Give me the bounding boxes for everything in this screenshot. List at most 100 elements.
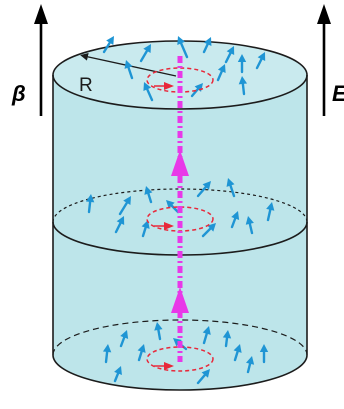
vector-arrow-head <box>259 344 269 352</box>
vector-arrow-head <box>137 344 146 353</box>
vector-arrow-head <box>106 36 114 46</box>
vector-arrow-head <box>245 356 255 365</box>
vector-arrow-shaft <box>216 70 223 82</box>
vector-arrow <box>166 200 180 214</box>
vector-arrow-head <box>177 36 186 46</box>
vector-arrow-shaft <box>246 362 252 374</box>
vector-arrow-head <box>120 330 129 339</box>
vector-arrow-shaft <box>179 42 189 59</box>
vector-arrow-shaft <box>102 41 111 54</box>
vector-arrow-shaft <box>139 49 149 63</box>
vector-arrow-head <box>202 181 211 190</box>
vector-arrow-shaft <box>113 372 120 383</box>
loop-top-arrowhead <box>164 82 174 90</box>
vector-arrow <box>266 202 275 222</box>
vector-arrow <box>119 330 129 348</box>
vector-arrow-shaft <box>119 336 126 348</box>
e-axis-arrowhead <box>317 4 331 24</box>
vector-arrow <box>124 60 134 80</box>
vector-arrow-head <box>231 211 240 220</box>
vector-arrow-head <box>166 200 175 209</box>
bottom-section-front <box>52 354 308 391</box>
vector-arrow-shaft <box>87 200 92 214</box>
vector-arrow <box>230 211 240 229</box>
vector-arrow <box>113 366 122 383</box>
vector-arrow-shaft <box>141 226 147 238</box>
bottom-section-back <box>52 319 308 356</box>
vector-arrow <box>245 216 254 235</box>
radius-label: R <box>79 75 93 96</box>
vector-arrow <box>177 36 189 59</box>
vector-arrow-shaft <box>118 201 129 216</box>
vector-arrow-shaft <box>147 192 153 204</box>
vector-arrow <box>114 216 125 234</box>
vector-arrow-shaft <box>230 217 237 229</box>
vector-arrow-shaft <box>233 350 239 362</box>
vector-arrow-head <box>123 196 131 206</box>
vector-arrow-shaft <box>224 51 232 64</box>
vector-arrow <box>196 369 210 385</box>
vector-arrow <box>102 36 114 54</box>
vector-arrow <box>154 322 163 341</box>
vector-arrow-shaft <box>248 222 254 235</box>
vector-arrow <box>237 54 247 74</box>
vector-arrow-shaft <box>127 66 134 80</box>
vector-arrow-shaft <box>137 350 143 362</box>
core-arrowhead-lower <box>171 287 189 313</box>
vector-arrow <box>226 178 236 198</box>
vector-arrow-head <box>226 178 235 187</box>
vector-arrow-head <box>233 344 242 353</box>
vector-arrow-shaft <box>224 336 229 348</box>
vector-arrow <box>85 194 95 214</box>
vector-arrow <box>144 186 153 204</box>
vector-arrow-head <box>143 82 152 92</box>
vector-arrow-head <box>238 76 248 85</box>
vector-arrow-head <box>154 322 163 331</box>
vector-arrow <box>216 64 226 82</box>
vector-arrow-head <box>203 37 212 47</box>
vector-arrow <box>233 344 242 362</box>
vector-arrow <box>224 46 235 64</box>
vector-arrow-head <box>124 60 133 69</box>
vector-arrow-head <box>226 46 235 56</box>
vector-arrow-shaft <box>201 227 212 238</box>
vector-arrow <box>196 181 211 198</box>
vector-arrow-shaft <box>190 87 200 98</box>
vector-arrow-shaft <box>202 332 208 345</box>
core-arrowhead-upper <box>171 150 189 176</box>
vector-arrow <box>143 82 154 102</box>
beta-axis-label: β <box>11 81 26 106</box>
vector-arrow-shaft <box>241 82 246 96</box>
vector-arrow-shaft <box>229 184 236 198</box>
e-axis-label: E <box>332 81 344 106</box>
vector-arrow-head <box>173 338 182 347</box>
vector-arrow <box>202 37 212 54</box>
vector-arrow-head <box>237 54 247 62</box>
vector-arrow <box>255 52 266 70</box>
vector-arrow-shaft <box>104 350 109 364</box>
vector-arrow-head <box>143 44 151 54</box>
vector-arrow-shaft <box>157 328 162 341</box>
vector-arrow-head <box>257 52 266 62</box>
vector-arrow-head <box>144 186 153 195</box>
vector-arrow <box>222 330 232 348</box>
vector-arrow-shaft <box>114 221 122 234</box>
vector-arrow <box>238 76 248 96</box>
vector-arrow <box>245 356 255 374</box>
vector-arrow-shaft <box>196 373 206 385</box>
vector-arrow-head <box>85 194 95 203</box>
vector-arrow <box>202 326 211 345</box>
vector-arrow-shaft <box>196 185 207 198</box>
vector-arrow <box>137 344 146 362</box>
vector-arrow <box>259 344 269 364</box>
beta-axis-arrowhead <box>34 4 48 24</box>
vector-arrow-head <box>201 369 210 378</box>
vector-arrow <box>118 196 131 216</box>
vector-arrow-shaft <box>266 208 272 222</box>
vector-arrow <box>139 44 151 63</box>
vector-arrow-shaft <box>146 88 154 102</box>
vector-arrow-head <box>102 344 112 353</box>
loop-bottom-arrowhead <box>164 362 174 370</box>
vector-arrow-head <box>114 366 122 375</box>
